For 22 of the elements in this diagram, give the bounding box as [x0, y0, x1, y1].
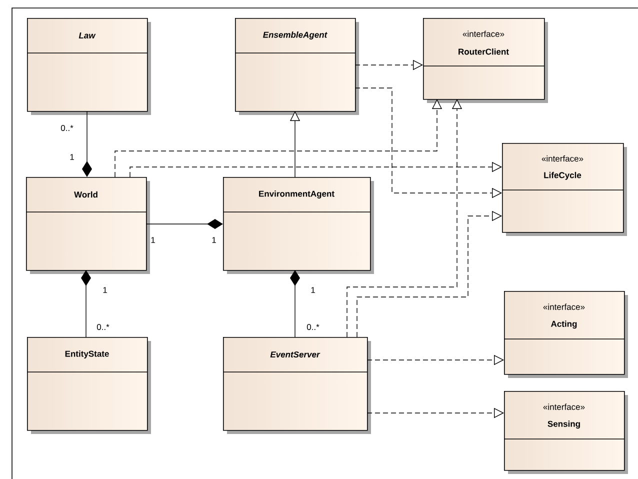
dashed-arrow	[356, 210, 502, 338]
composition-line	[146, 219, 223, 229]
multiplicity-label: 1	[311, 287, 315, 293]
composition-line	[81, 270, 91, 338]
class-box: EnsembleAgent	[234, 18, 359, 115]
multiplicity-label: 1	[212, 237, 216, 243]
class-box: World	[26, 177, 150, 274]
class-box: «interface» Sensing	[504, 391, 628, 474]
class-box: EntityState	[26, 337, 151, 434]
composition-line	[290, 270, 300, 338]
class-box: EnvironmentAgent	[222, 177, 374, 274]
class-box: «interface» LifeCycle	[502, 143, 627, 236]
class-box: Law	[26, 18, 151, 115]
multiplicity-label: 1	[103, 287, 107, 293]
composition-line	[82, 110, 92, 177]
multiplicity-label: 0..*	[96, 324, 110, 330]
dashed-arrow	[130, 162, 502, 178]
class-box: «interface» Acting	[504, 291, 628, 378]
multiplicity-label: 1	[70, 154, 74, 160]
class-box: «interface» RouterClient	[422, 18, 548, 103]
class-box: EventServer	[222, 337, 371, 434]
multiplicity-label: 0..*	[60, 125, 74, 131]
